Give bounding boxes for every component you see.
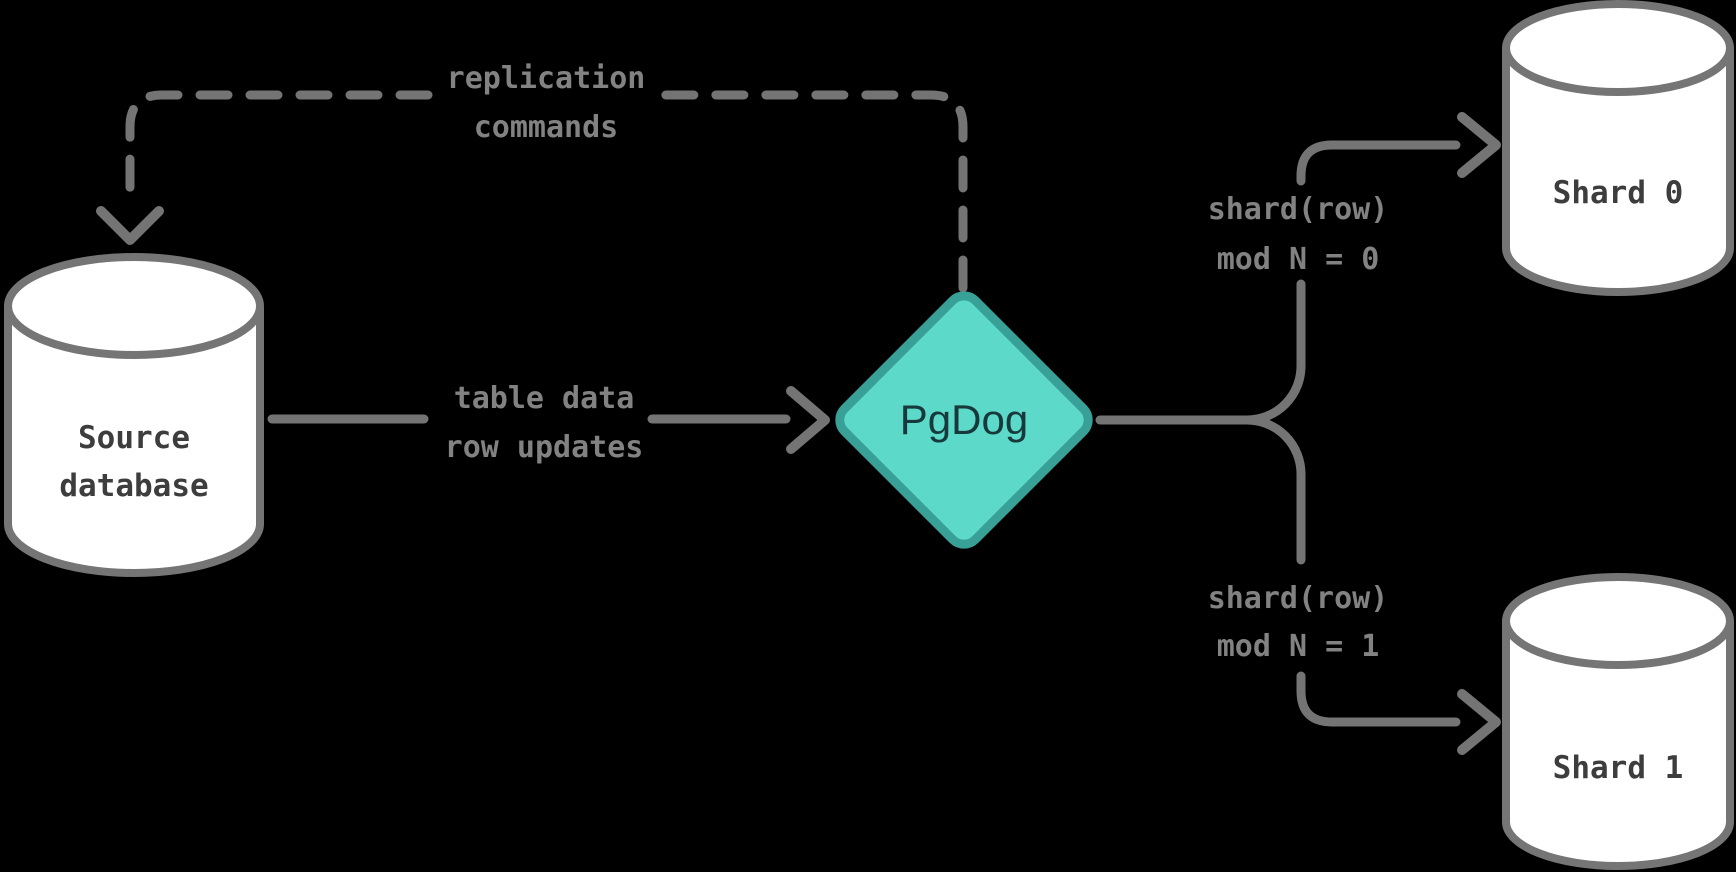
- shard-1-cylinder-body: [1502, 621, 1734, 870]
- replication-label-line1: replication: [447, 61, 646, 96]
- shard-0-label: Shard 0: [1553, 175, 1684, 211]
- table-data-label-line2: row updates: [445, 430, 644, 465]
- shard-1-cylinder-top: [1502, 573, 1734, 669]
- edge-shard-routes: shard(row) mod N = 0 shard(row) mod N = …: [1095, 112, 1501, 755]
- shard-1-label: Shard 1: [1553, 750, 1684, 786]
- node-source-database: Source database: [4, 253, 264, 577]
- source-database-cylinder-body: [4, 306, 264, 577]
- arrowhead-right-icon: [786, 386, 830, 454]
- pgdog-label: PgDog: [900, 396, 1028, 443]
- arrowhead-shard1-icon: [1457, 689, 1501, 755]
- table-data-label-line1: table data: [454, 381, 635, 416]
- node-shard-0: Shard 0: [1502, 0, 1734, 296]
- shard-0-cylinder-body: [1502, 48, 1734, 296]
- source-database-label-line1: Source: [78, 420, 190, 456]
- shard1-route-label-line2: mod N = 1: [1217, 629, 1380, 664]
- shard-0-cylinder-top: [1502, 0, 1734, 96]
- shard1-branch-lower: [1296, 671, 1461, 727]
- arrowhead-shard0-icon: [1457, 112, 1501, 178]
- node-shard-1: Shard 1: [1502, 573, 1734, 870]
- shard0-route-label-line1: shard(row): [1208, 192, 1389, 227]
- shard0-route-label-line2: mod N = 0: [1217, 242, 1380, 277]
- shard0-branch-lower: [1242, 279, 1306, 425]
- replication-path-right: [657, 90, 968, 293]
- edge-replication: replication commands: [96, 61, 968, 293]
- shard1-branch-upper: [1242, 415, 1306, 565]
- edge-table-data: table data row updates: [267, 381, 830, 465]
- replication-path-left: [125, 90, 433, 211]
- shard0-branch-upper: [1296, 140, 1461, 186]
- source-database-label-line2: database: [59, 468, 208, 504]
- arrowhead-down-icon: [96, 206, 164, 245]
- node-pgdog: PgDog: [835, 291, 1093, 549]
- replication-label-line2: commands: [474, 110, 619, 145]
- pgdog-diamond: [835, 291, 1093, 549]
- shard1-route-label-line1: shard(row): [1208, 581, 1389, 616]
- source-database-cylinder-top: [4, 253, 264, 359]
